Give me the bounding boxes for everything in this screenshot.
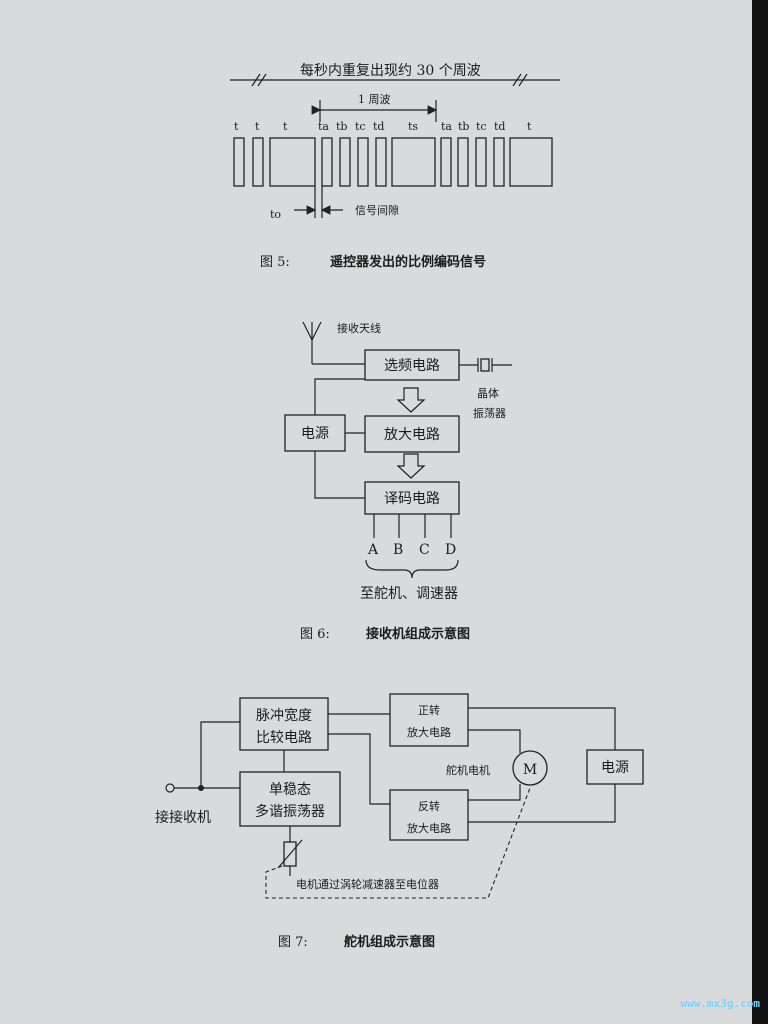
figure-title: 遥控器发出的比例编码信号 xyxy=(330,254,486,270)
pulse-label: t xyxy=(255,120,260,133)
potentiometer-icon xyxy=(277,839,303,869)
pulse-label: ta xyxy=(318,120,329,133)
block-label: 选频电路 xyxy=(384,358,440,374)
pulse-label: tc xyxy=(355,120,366,133)
motor-icon xyxy=(512,750,548,786)
amplifier-block xyxy=(364,415,460,453)
potentiometer-label: 电机通过涡轮减速器至电位器 xyxy=(296,877,439,891)
pulse xyxy=(493,137,505,187)
input-terminal-icon xyxy=(165,783,175,793)
output-label: D xyxy=(445,542,456,558)
pulse-label: t xyxy=(527,120,532,133)
pulse xyxy=(375,137,387,187)
figure-title: 接收机组成示意图 xyxy=(366,626,470,642)
pulse xyxy=(475,137,487,187)
pulse xyxy=(357,137,369,187)
cycle-label: 1 周波 xyxy=(358,93,391,106)
repeat-label: 每秒内重复出现约 30 个周波 xyxy=(300,62,481,79)
t0-label: to xyxy=(270,208,281,221)
feedback-dashed-link xyxy=(265,787,531,899)
pulse-label: tb xyxy=(336,120,347,133)
figure-number: 图 6: xyxy=(300,627,330,642)
pulse-label: td xyxy=(494,120,505,133)
block-label: 电源 xyxy=(601,760,629,776)
pulse-label: tb xyxy=(458,120,469,133)
pulse xyxy=(233,137,245,187)
block-label: 多谐振荡器 xyxy=(255,803,325,820)
figure-title: 舵机组成示意图 xyxy=(344,934,435,950)
break-mark-right xyxy=(512,73,528,87)
brace xyxy=(365,559,459,579)
figure-number: 图 7: xyxy=(278,935,308,950)
pulse-label: td xyxy=(373,120,384,133)
block-label: 放大电路 xyxy=(407,725,451,739)
block-label: 单稳态 xyxy=(269,782,311,798)
block-label: 比较电路 xyxy=(256,730,312,746)
pulse-train xyxy=(233,137,553,187)
crystal-icon xyxy=(477,358,493,372)
pulse xyxy=(457,137,469,187)
output-label: A xyxy=(367,542,379,558)
pulse xyxy=(321,137,333,187)
signal-arrow-icon xyxy=(396,453,426,479)
antenna-icon xyxy=(302,321,322,364)
break-mark-left xyxy=(251,73,267,87)
pulse-label: t xyxy=(234,120,239,133)
sync-pulse xyxy=(269,137,316,187)
sync-pulse xyxy=(391,137,436,187)
sync-pulse xyxy=(509,137,553,187)
signal-arrow-icon xyxy=(396,387,426,413)
figure-7: 脉冲宽度 比较电路 单稳态 多谐振荡器 正转 放大电路 反转 放大电路 电源 M… xyxy=(155,693,644,950)
pulse-label: t xyxy=(283,120,288,133)
pulse xyxy=(440,137,452,187)
figure-5: 每秒内重复出现约 30 个周波 1 周波 t t t ta tb tc td t… xyxy=(230,62,560,270)
crystal-label: 振荡器 xyxy=(473,406,506,420)
block-label: 脉冲宽度 xyxy=(256,707,312,724)
figure-6: 接收天线 选频电路 晶体 振荡器 放大电路 电源 译码电路 A xyxy=(284,321,512,642)
block-label: 译码电路 xyxy=(384,491,440,507)
motor-symbol: M xyxy=(523,762,537,778)
antenna-label: 接收天线 xyxy=(337,321,381,335)
decoder-block xyxy=(364,481,460,515)
pulse xyxy=(339,137,351,187)
site-watermark: www.mx3g.com xyxy=(680,997,760,1010)
block-label: 电源 xyxy=(301,426,329,442)
output-label: B xyxy=(393,542,403,558)
pulse-label: ts xyxy=(408,120,418,133)
block-label: 放大电路 xyxy=(407,821,451,835)
page-edge xyxy=(752,0,768,1024)
output-label: C xyxy=(419,542,430,558)
pulse-label: tc xyxy=(476,120,487,133)
block-label: 放大电路 xyxy=(384,427,440,443)
crystal-label: 晶体 xyxy=(477,386,499,400)
pulse xyxy=(252,137,264,187)
block-label: 正转 xyxy=(418,703,440,717)
figure-number: 图 5: xyxy=(260,255,290,270)
block-label: 反转 xyxy=(418,799,440,813)
pulse-labels: t t t ta tb tc td ts ta tb tc td t xyxy=(234,120,532,133)
input-label: 接接收机 xyxy=(155,809,211,826)
motor-label: 舵机电机 xyxy=(446,763,490,777)
output-lines xyxy=(373,514,452,538)
output-destination: 至舵机、调速器 xyxy=(360,586,458,602)
gap-label: 信号间隙 xyxy=(355,203,399,217)
pulse-label: ta xyxy=(441,120,452,133)
forward-amp-block xyxy=(389,693,469,747)
reverse-amp-block xyxy=(389,789,469,841)
